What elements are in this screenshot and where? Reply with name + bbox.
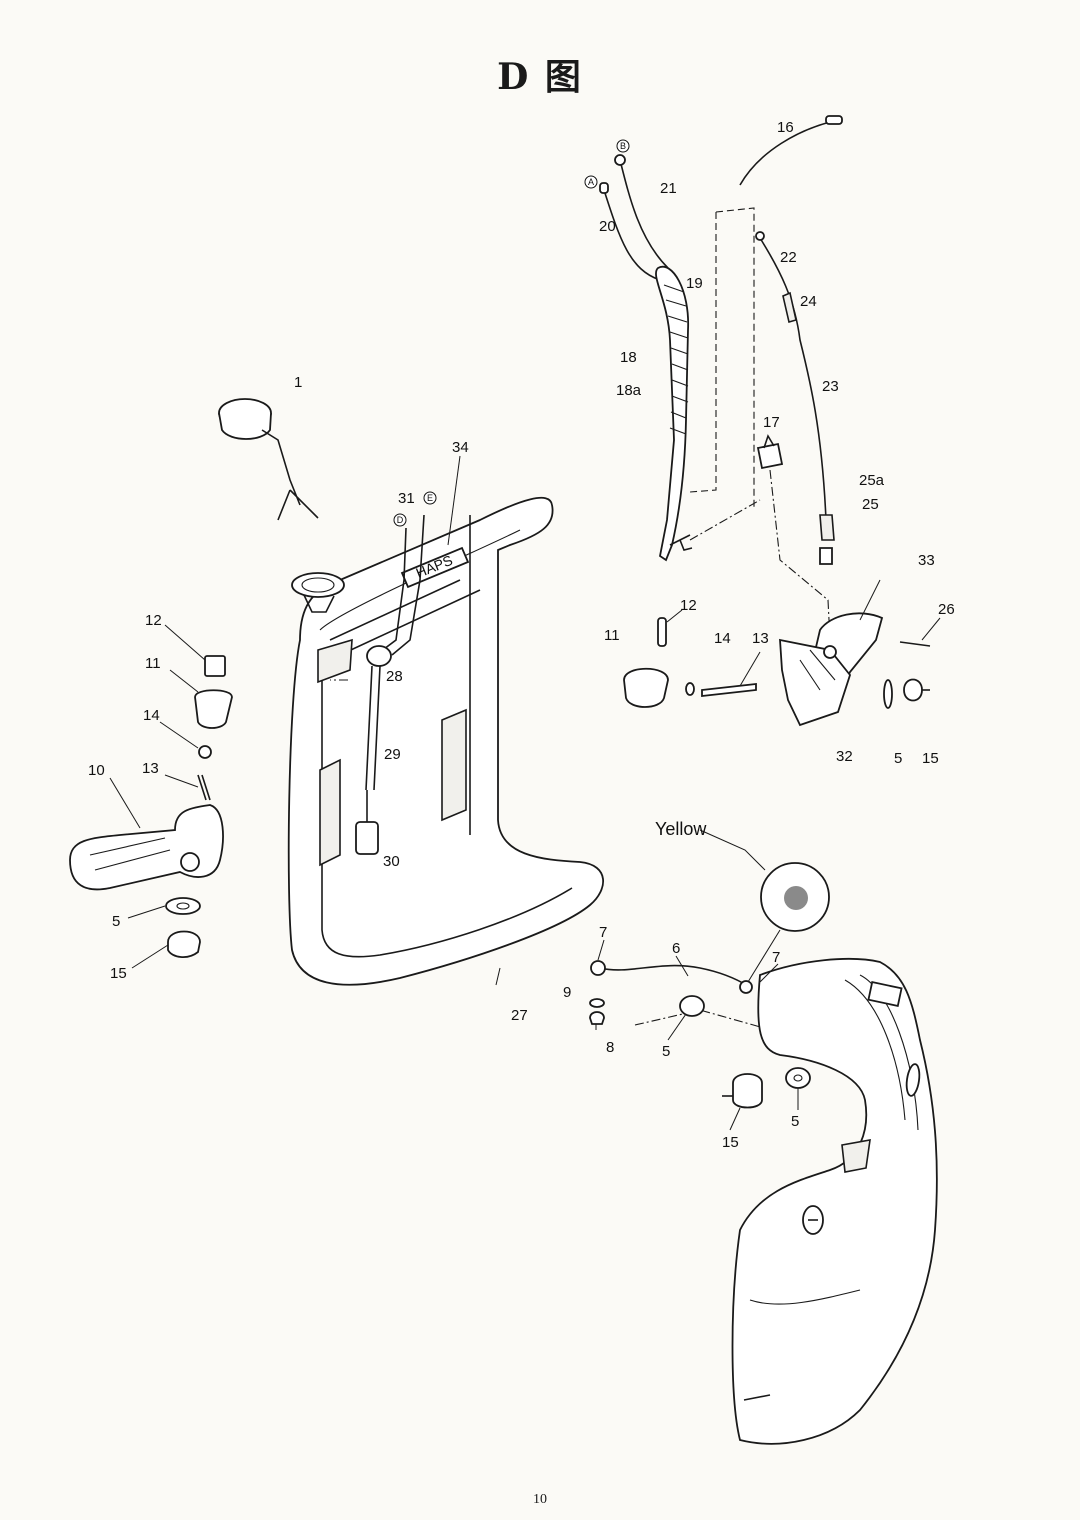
callout: 18a (616, 382, 642, 399)
throttle-handle (69, 804, 224, 891)
callout: 22 (780, 249, 797, 266)
leader-lines (109, 455, 941, 1131)
connector-letter-b: B (616, 139, 630, 153)
handle-hardware-right (623, 617, 931, 709)
callout: 5 (112, 913, 120, 930)
callout: 21 (660, 180, 677, 197)
callout: 7 (599, 924, 607, 941)
callout: 17 (763, 414, 780, 431)
callout: 34 (452, 439, 469, 456)
connector-wire (589, 960, 753, 1025)
callout: 14 (143, 707, 160, 724)
callout: 13 (142, 760, 159, 777)
callout: 5 (894, 750, 902, 767)
callout: 15 (110, 965, 127, 982)
fuel-cap (218, 398, 319, 521)
callout: 29 (384, 746, 401, 763)
fuel-hoses (355, 514, 425, 855)
yellow-label: Yellow (655, 819, 707, 839)
svg-text:D: D (397, 515, 404, 525)
handle-hardware-left (165, 655, 233, 958)
callout: 5 (791, 1113, 799, 1130)
svg-text:B: B (620, 141, 626, 151)
page-title: D 图 (497, 56, 583, 98)
callout: 10 (88, 762, 105, 779)
callout: 11 (145, 655, 161, 672)
page-number: 10 (533, 1492, 547, 1507)
stop-switch (756, 434, 784, 470)
connector-letter-d: D (393, 513, 407, 527)
callout: 32 (836, 748, 853, 765)
callout: 25 (862, 496, 879, 513)
trigger-housing (779, 612, 884, 727)
callout: 20 (599, 218, 616, 235)
filler-neck (291, 572, 345, 613)
connector-letter-e: E (423, 491, 437, 505)
callout: 13 (752, 630, 769, 647)
connector-letter-a: A (584, 175, 598, 189)
callout: 6 (672, 940, 680, 957)
callout: 14 (714, 630, 731, 647)
callout: 19 (686, 275, 703, 292)
callout: 1 (294, 374, 302, 391)
callout: 12 (145, 612, 162, 629)
throttle-cable (755, 231, 835, 565)
callout: 15 (722, 1134, 739, 1151)
callout: 23 (822, 378, 839, 395)
callout: 8 (606, 1039, 614, 1056)
callout: 9 (563, 984, 571, 1001)
svg-text:E: E (427, 493, 433, 503)
spiral-sheath (655, 265, 693, 562)
callout: 28 (386, 668, 403, 685)
engine-cover (731, 958, 938, 1445)
callout: 16 (777, 119, 794, 136)
callout: 15 (922, 750, 939, 767)
callout: 30 (383, 853, 400, 870)
callout: 7 (772, 949, 780, 966)
callout: 33 (918, 552, 935, 569)
callout: 25a (859, 472, 885, 489)
callout: 18 (620, 349, 637, 366)
callout: 5 (662, 1043, 670, 1060)
callout: 27 (511, 1007, 528, 1024)
callout: 11 (604, 627, 620, 644)
ignition-wires (599, 115, 843, 281)
cover-mounts (722, 1067, 811, 1109)
svg-text:A: A (588, 177, 594, 187)
callout: 26 (938, 601, 955, 618)
yellow-cap-detail (699, 829, 830, 983)
frame-brackets (317, 638, 467, 867)
callout: 24 (800, 293, 817, 310)
callout: 12 (680, 597, 697, 614)
callout: 31 (398, 490, 415, 507)
